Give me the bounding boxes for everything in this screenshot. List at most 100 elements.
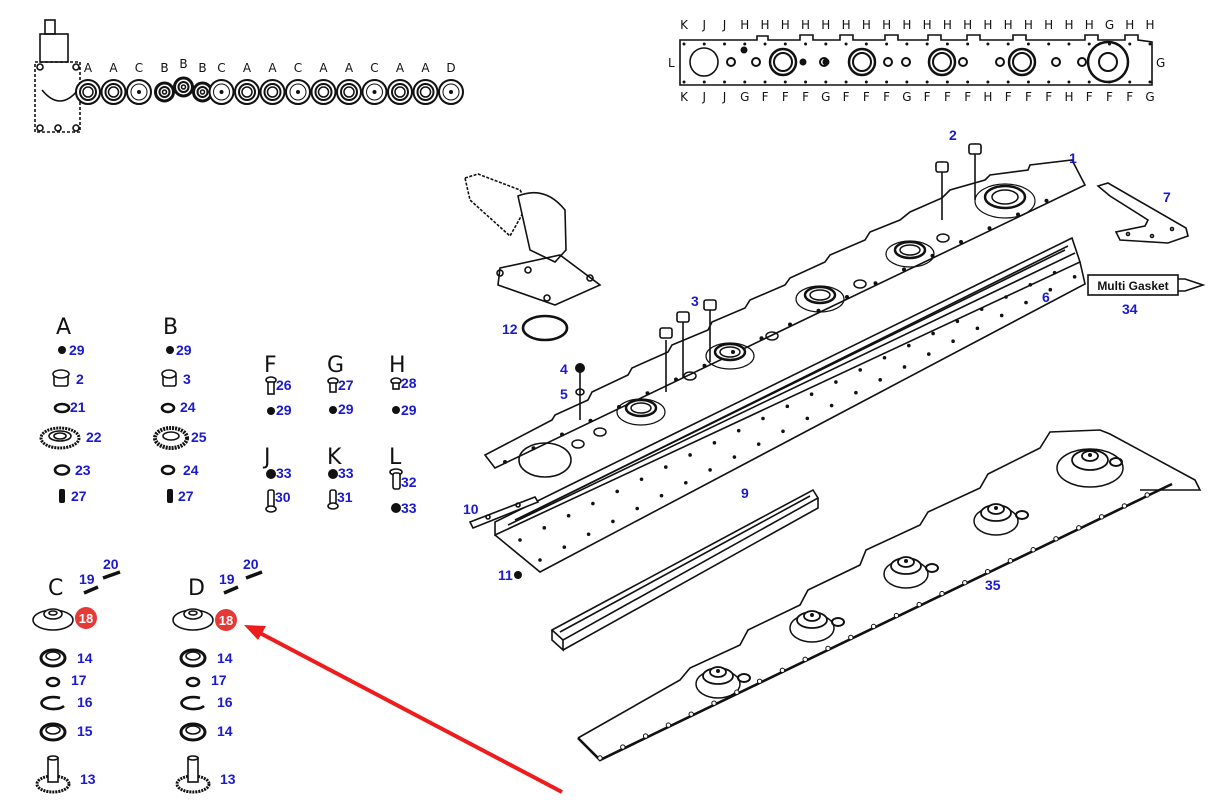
gear-position-letter: A — [243, 61, 252, 75]
part-label[interactable]: 33 — [276, 465, 292, 481]
callout-1[interactable]: 1 — [1069, 150, 1077, 166]
part-label[interactable]: 22 — [86, 429, 102, 445]
gear-icon — [39, 426, 81, 450]
part-label[interactable]: 29 — [338, 401, 354, 417]
plate-top-letter: H — [821, 18, 830, 32]
callout-12[interactable]: 12 — [502, 321, 518, 337]
part-label[interactable]: 32 — [401, 474, 417, 490]
flange-nut-icon — [266, 469, 276, 479]
part-label[interactable]: 27 — [71, 488, 87, 504]
assembly-d: D 20 19 18 14 17 16 14 13 — [172, 556, 263, 794]
plate-bottom-letter: F — [924, 90, 931, 104]
oring-icon — [521, 314, 569, 342]
seal-rings — [616, 183, 1036, 426]
part-label[interactable]: 30 — [275, 489, 291, 505]
disc-head — [1056, 448, 1124, 488]
part-label-highlighted[interactable]: 18 — [79, 611, 93, 626]
part-label[interactable]: 29 — [69, 342, 85, 358]
bearing-icon — [39, 648, 67, 668]
part-label[interactable]: 24 — [180, 399, 196, 415]
part-label[interactable]: 19 — [219, 571, 235, 587]
part-label[interactable]: 17 — [71, 672, 87, 688]
part-label[interactable]: 29 — [176, 342, 192, 358]
part-label[interactable]: 24 — [183, 462, 199, 478]
gear-b — [173, 76, 194, 98]
part-label[interactable]: 20 — [103, 556, 119, 572]
part-label[interactable]: 16 — [77, 694, 93, 710]
gear-a — [234, 79, 260, 105]
plate-top-letter: K — [680, 18, 689, 32]
bracket-7 — [1096, 182, 1189, 244]
part-label[interactable]: 27 — [338, 377, 354, 393]
part-label[interactable]: 16 — [217, 694, 233, 710]
plate-top-letter: H — [1145, 18, 1154, 32]
part-label[interactable]: 29 — [276, 402, 292, 418]
highlighted-part-badge[interactable]: 18 — [75, 607, 97, 629]
part-label[interactable]: 14 — [77, 650, 93, 666]
gear-position-letter: A — [268, 61, 277, 75]
pin-icon — [223, 585, 239, 595]
bolt-icon — [59, 489, 65, 503]
highlighted-part-badge[interactable]: 18 — [215, 609, 237, 631]
callout-35[interactable]: 35 — [985, 577, 1001, 593]
plate-left-letter: L — [668, 56, 675, 70]
part-label[interactable]: 14 — [217, 650, 233, 666]
oring-icon — [45, 676, 61, 688]
part-label[interactable]: 29 — [401, 402, 417, 418]
gear-icon — [153, 426, 189, 450]
callout-10[interactable]: 10 — [463, 501, 479, 517]
part-label[interactable]: 13 — [80, 771, 96, 787]
assembly-letter: F — [264, 353, 277, 378]
part-label[interactable]: 28 — [401, 375, 417, 391]
part-label[interactable]: 21 — [70, 399, 86, 415]
part-label[interactable]: 20 — [243, 556, 259, 572]
part-label[interactable]: 23 — [75, 462, 91, 478]
part-label[interactable]: 17 — [211, 672, 227, 688]
assembly-letter: K — [327, 445, 342, 470]
part-label[interactable]: 25 — [191, 429, 207, 445]
gear-position-letter: A — [396, 61, 405, 75]
nut-icon — [58, 346, 66, 354]
callout-3[interactable]: 3 — [691, 293, 699, 309]
part-label[interactable]: 13 — [220, 771, 236, 787]
part-label[interactable]: 26 — [276, 377, 292, 393]
plate-top-letter: H — [902, 18, 911, 32]
part-label[interactable]: 15 — [77, 723, 93, 739]
pointer-arrow — [244, 625, 563, 794]
part-label[interactable]: 33 — [401, 500, 417, 516]
callout-5[interactable]: 5 — [560, 386, 568, 402]
callout-4[interactable]: 4 — [560, 361, 568, 377]
part-label[interactable]: 33 — [338, 465, 354, 481]
part-label[interactable]: 27 — [178, 488, 194, 504]
part-label[interactable]: 14 — [217, 723, 233, 739]
bolt-icon — [327, 489, 339, 510]
screw-icon — [390, 377, 402, 390]
gear-position-letter: A — [109, 61, 118, 75]
part-label[interactable]: 3 — [183, 371, 191, 387]
top-cover-plate — [483, 159, 1087, 478]
assembly-letter: B — [163, 315, 178, 340]
callout-11[interactable]: 11 — [498, 567, 513, 583]
part-label[interactable]: 19 — [79, 571, 95, 587]
gear-position-letter: B — [198, 61, 206, 75]
plate-bottom-letter: F — [843, 90, 850, 104]
bearing-icon — [179, 722, 207, 742]
callout-34[interactable]: 34 — [1122, 301, 1138, 317]
gear-c — [126, 79, 152, 105]
plate-bottom-letter: F — [762, 90, 769, 104]
nut-icon — [329, 406, 337, 414]
callout-9[interactable]: 9 — [741, 485, 749, 501]
gear-b — [154, 81, 175, 103]
callout-7[interactable]: 7 — [1163, 189, 1171, 205]
part-label-highlighted[interactable]: 18 — [219, 613, 233, 628]
plate-top-letter: H — [963, 18, 972, 32]
gasket-tube: Multi Gasket — [1087, 274, 1206, 296]
assembly-letter: D — [188, 576, 205, 601]
part-label[interactable]: 2 — [76, 371, 84, 387]
callout-2[interactable]: 2 — [949, 127, 957, 143]
callout-6[interactable]: 6 — [1042, 289, 1050, 305]
plate-top-letter: H — [781, 18, 790, 32]
part-label[interactable]: 31 — [337, 489, 353, 505]
